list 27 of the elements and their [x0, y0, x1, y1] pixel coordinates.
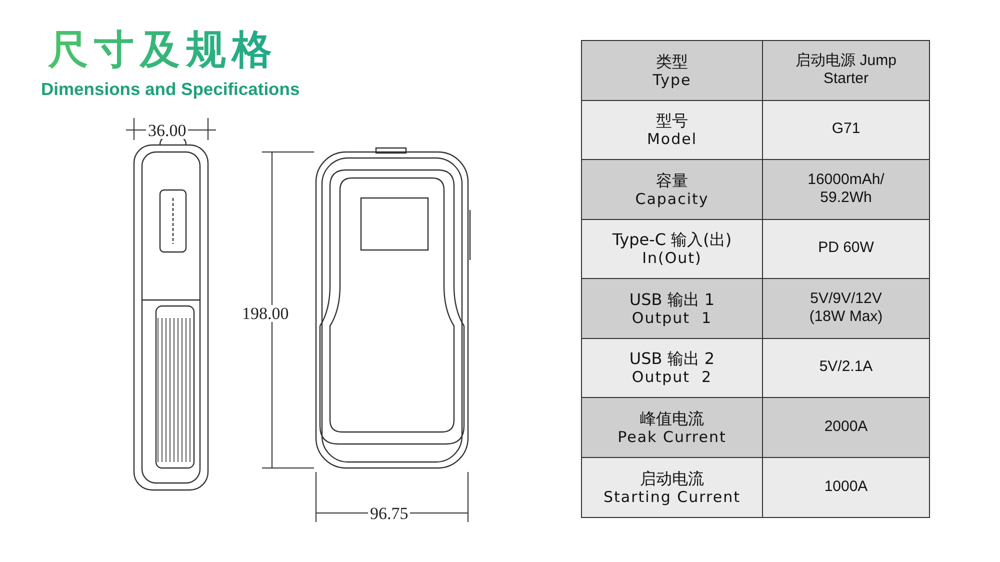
- spec-name-english: Capacity: [635, 190, 709, 208]
- spec-value: PD 60W: [818, 239, 874, 258]
- spec-name-english: Starting Current: [604, 488, 740, 506]
- spec-name-english: Output 1: [632, 308, 712, 327]
- spec-name: 类型: [656, 52, 688, 71]
- spec-value: 5V/9V/12V (18W Max): [808, 290, 884, 327]
- dimension-label: 36.00: [146, 122, 188, 139]
- spec-name: Type-C 输入(出): [612, 230, 732, 250]
- spec-name-english: In(Out): [642, 249, 702, 268]
- spec-value: 启动电源 Jump Starter: [794, 52, 898, 89]
- spec-name: USB 输出 2: [629, 349, 715, 368]
- spec-name-english: Output 2: [632, 368, 712, 386]
- page-subtitle: Dimensions and Specifications: [41, 79, 300, 100]
- spec-name: USB 输出 1: [629, 290, 715, 309]
- spec-name-english: Model: [646, 130, 698, 148]
- spec-value: 5V/2.1A: [819, 358, 873, 378]
- spec-value: 16000mAh/ 59.2Wh: [806, 170, 886, 208]
- spec-name: 型号: [656, 111, 688, 130]
- spec-name: 启动电流: [640, 468, 704, 488]
- spec-name: 峰值电流: [640, 408, 704, 428]
- spec-name: 容量: [656, 170, 688, 190]
- spec-value: 1000A: [824, 478, 868, 497]
- spec-name-english: Type: [652, 70, 692, 89]
- spec-value: G71: [832, 120, 860, 140]
- spec-value: 2000A: [824, 418, 868, 437]
- dimension-label: 96.75: [368, 505, 410, 522]
- spec-name-english: Peak Current: [618, 428, 726, 446]
